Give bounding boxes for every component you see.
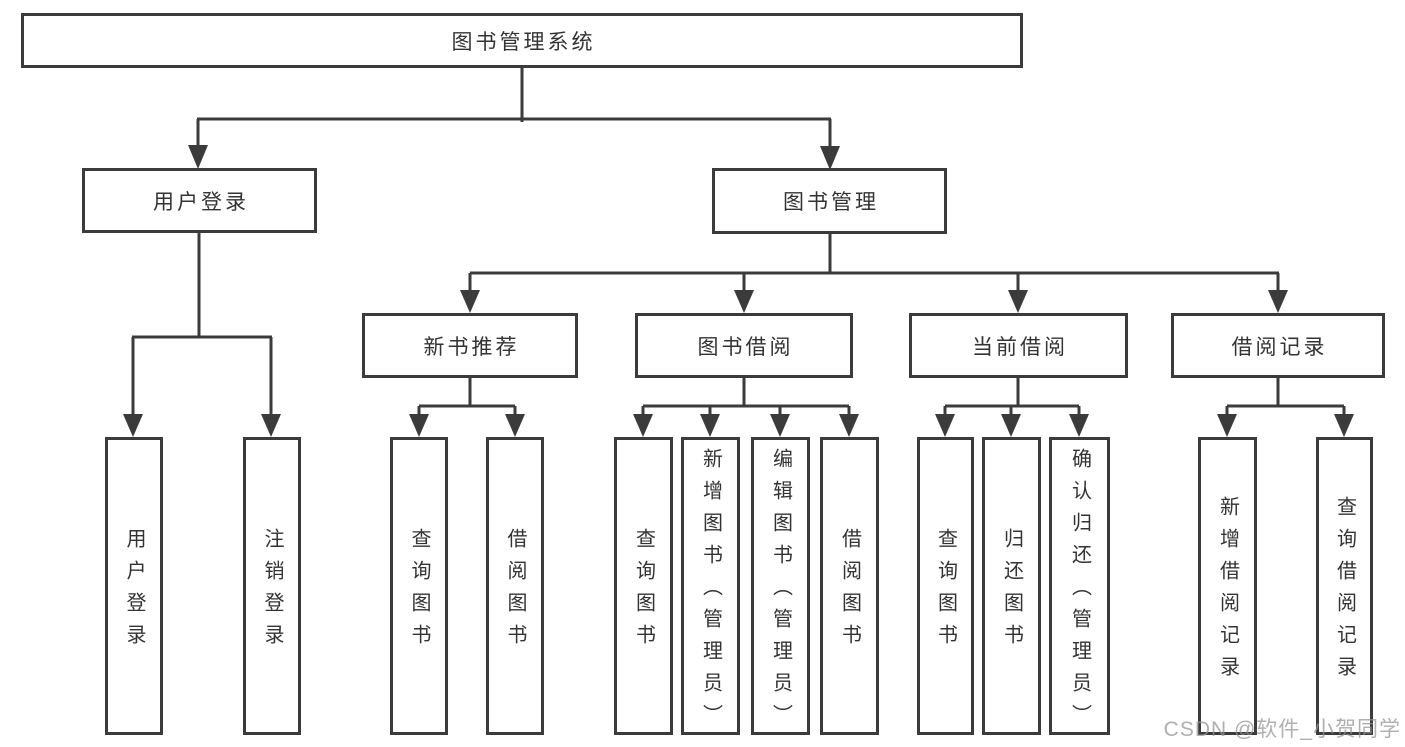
node-book-borrowing: 图书借阅 (635, 313, 853, 378)
csdn-watermark: CSDN @软件_小贺同学 (1163, 718, 1401, 741)
node-label: 图书借阅 (697, 335, 794, 359)
node-label: 归还图书 (1000, 528, 1023, 656)
node-label: 借阅记录 (1231, 335, 1328, 359)
leaf-return-books: 归还图书 (982, 437, 1041, 735)
leaf-borrow-books-recommend: 借阅图书 (486, 437, 544, 735)
edge-root-to-level2 (188, 68, 840, 170)
node-borrowing-records: 借阅记录 (1171, 313, 1385, 378)
edge-bookmgmt-to-level3 (460, 234, 1288, 313)
node-label: 借阅图书 (838, 528, 861, 656)
node-label: 新增借阅记录 (1216, 496, 1239, 688)
node-label: 借阅图书 (504, 528, 526, 656)
node-label: 确认归还（管理员） (1068, 448, 1091, 736)
leaf-query-books-recommend: 查询图书 (390, 437, 448, 735)
leaf-add-books-admin: 新增图书（管理员） (681, 437, 740, 736)
leaf-add-borrow-record: 新增借阅记录 (1198, 437, 1257, 735)
leaf-logout: 注销登录 (243, 437, 301, 735)
edge-recommend-to-leaves (409, 378, 525, 437)
edge-current-to-leaves (935, 378, 1089, 437)
node-label: 新书推荐 (423, 335, 520, 359)
edge-records-to-leaves (1217, 378, 1354, 437)
leaf-query-books-borrow: 查询图书 (614, 437, 673, 735)
node-label: 查询图书 (408, 528, 430, 656)
node-label: 编辑图书（管理员） (769, 448, 792, 736)
node-label: 图书管理系统 (451, 30, 596, 54)
node-library-management-system: 图书管理系统 (21, 13, 1023, 68)
node-label: 用户登录 (123, 528, 145, 656)
node-label: 注销登录 (261, 528, 283, 656)
node-label: 当前借阅 (972, 335, 1068, 359)
edge-borrow-to-leaves (633, 378, 859, 437)
node-book-management: 图书管理 (712, 168, 947, 234)
node-user-login: 用户登录 (82, 168, 317, 233)
leaf-query-borrow-record: 查询借阅记录 (1316, 437, 1373, 735)
leaf-confirm-return-admin: 确认归还（管理员） (1049, 437, 1110, 736)
node-label: 查询借阅记录 (1333, 496, 1356, 688)
node-label: 查询图书 (934, 528, 957, 656)
node-label: 图书管理 (783, 191, 879, 214)
leaf-edit-books-admin: 编辑图书（管理员） (751, 437, 810, 736)
node-label: 用户登录 (153, 190, 249, 214)
node-label: 新增图书（管理员） (699, 448, 722, 736)
leaf-user-login: 用户登录 (105, 437, 163, 735)
node-label: 查询图书 (632, 528, 655, 656)
node-new-book-recommend: 新书推荐 (362, 313, 578, 378)
node-current-borrowing: 当前借阅 (909, 313, 1128, 378)
edge-userlogin-to-leaves (123, 233, 281, 437)
leaf-query-books-current: 查询图书 (917, 437, 974, 735)
leaf-borrow-books: 借阅图书 (820, 437, 879, 735)
